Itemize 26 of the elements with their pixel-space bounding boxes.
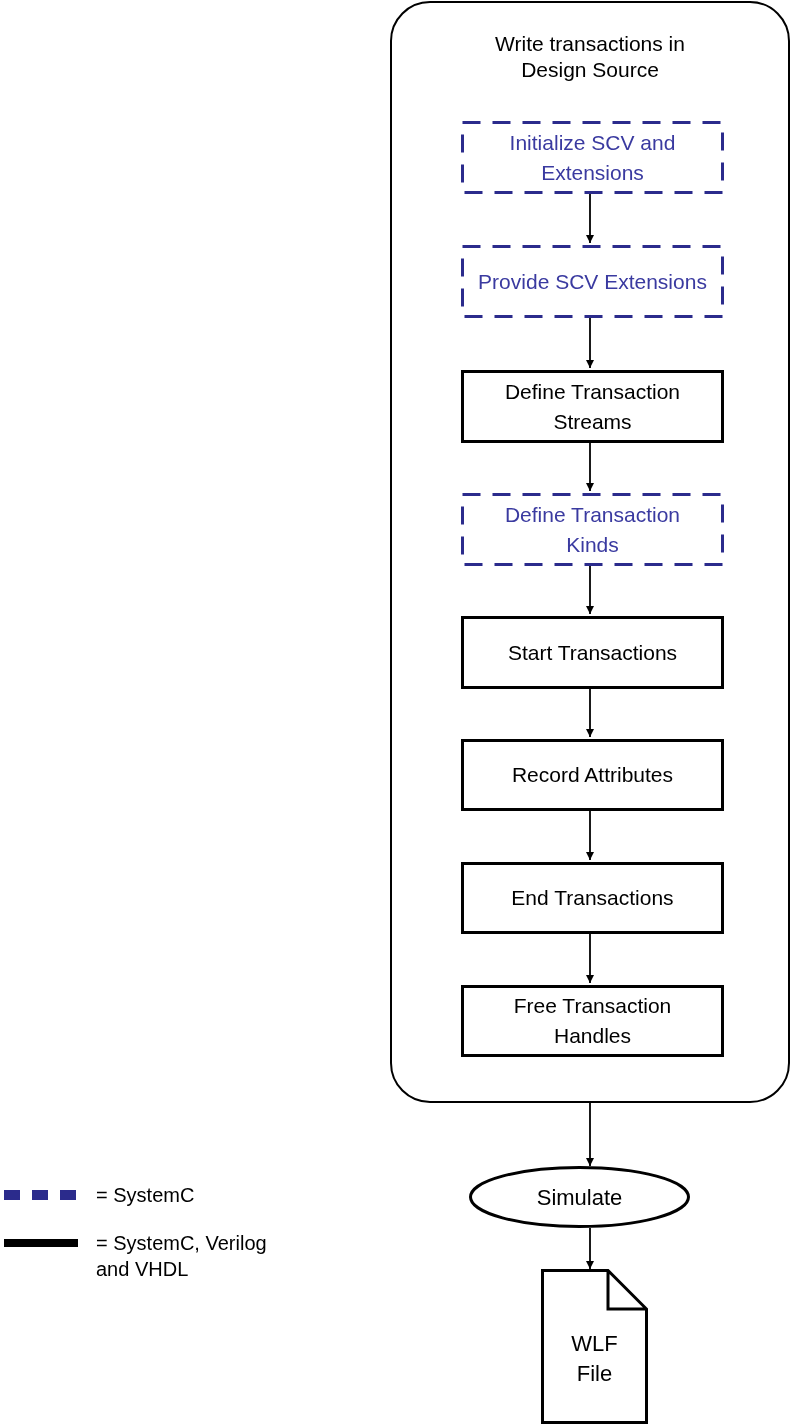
node-label: Initialize SCV and Extensions: [508, 129, 677, 186]
node-label: End Transactions: [510, 885, 675, 911]
arrow: [586, 1227, 594, 1270]
node-label: Start Transactions: [506, 639, 679, 666]
node-label: WLF File: [570, 1329, 619, 1388]
legend-label: = SystemC: [96, 1183, 196, 1208]
process-box: [461, 493, 724, 566]
document-shape: [541, 1269, 648, 1424]
node-label: Free Transaction Handles: [512, 993, 673, 1049]
node-label: Provide SCV Extensions: [477, 268, 708, 295]
process-box: [461, 245, 724, 318]
node-label: Define Transaction Streams: [503, 378, 682, 435]
arrow: [586, 1102, 594, 1167]
node-label: Simulate: [536, 1183, 623, 1212]
process-box: [461, 616, 724, 689]
process-ellipse: [469, 1166, 690, 1228]
group-panel: [390, 1, 790, 1103]
node-label: Define Transaction Kinds: [503, 501, 682, 558]
process-box: [461, 862, 724, 934]
process-box: [461, 370, 724, 443]
process-box: [461, 121, 724, 194]
process-box: [461, 985, 724, 1057]
node-label: Write transactions in Design Source: [494, 31, 686, 83]
legend-label: = SystemC, Verilog and VHDL: [96, 1231, 268, 1282]
node-label: Record Attributes: [510, 762, 675, 788]
process-box: [461, 739, 724, 811]
